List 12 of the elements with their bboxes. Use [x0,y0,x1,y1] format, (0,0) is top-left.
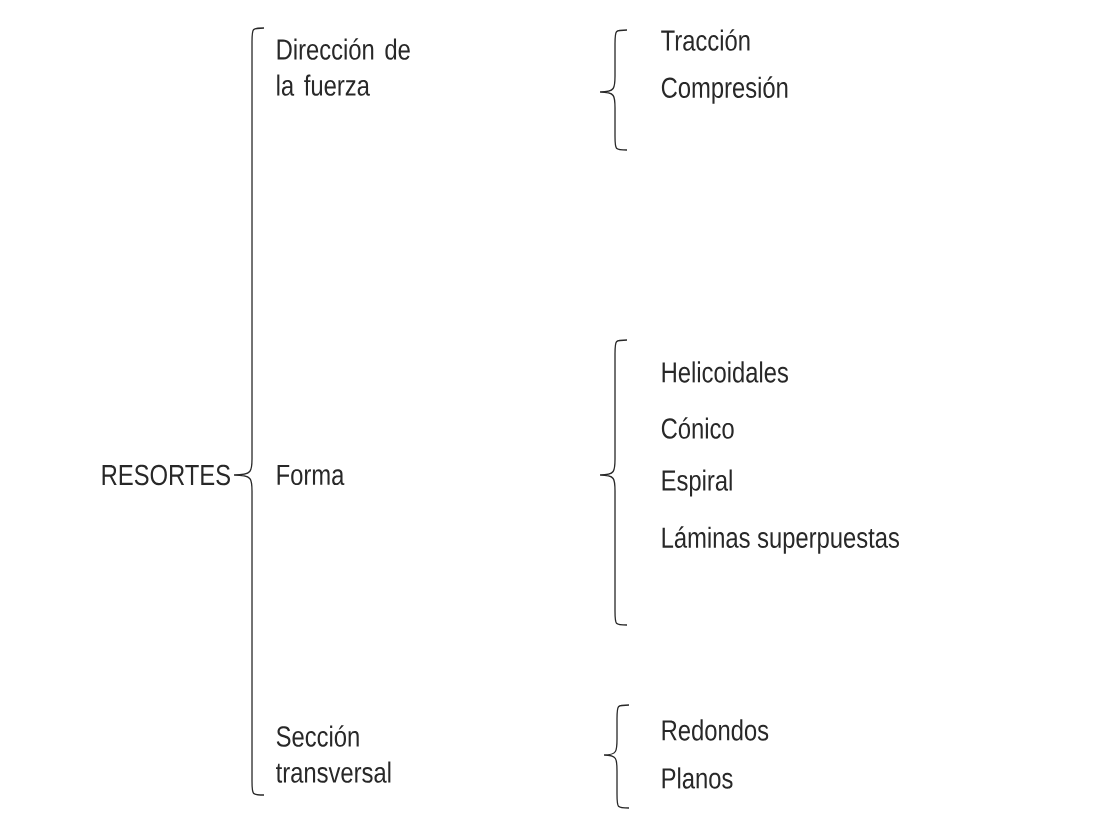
item-label: Planos [662,767,733,789]
item-label: Redondos [662,719,769,741]
item-label: Espiral [662,469,732,497]
category-label: Forma [277,464,345,486]
category-label: Dirección de la fuerza [277,38,410,96]
category-label: RESORTES [102,464,230,486]
item-label: Helicoidales [662,361,788,383]
item-label: Compresión [661,76,788,104]
category-label: Sección transversal [276,725,391,783]
item-label: Cónico [661,417,734,439]
item-label: Láminas superpuestas [662,526,899,554]
item-label: Tracción [661,29,750,51]
